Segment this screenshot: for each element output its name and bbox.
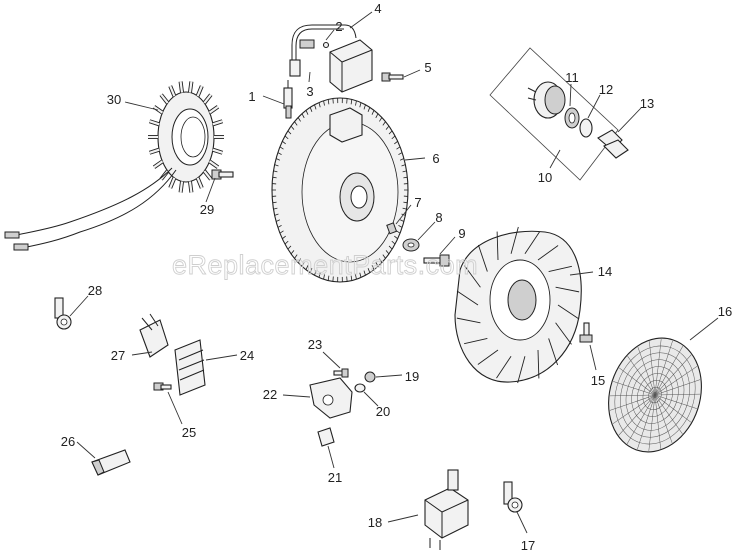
callout-24: 24 <box>240 348 254 363</box>
flywheel-fan <box>454 226 582 384</box>
bracket-screw <box>333 368 349 378</box>
callout-4: 4 <box>374 1 381 16</box>
callout-6: 6 <box>432 151 439 166</box>
callout-17: 17 <box>521 538 535 553</box>
callout-9: 9 <box>458 226 465 241</box>
callout-22: 22 <box>263 387 277 402</box>
callout-25: 25 <box>182 425 196 440</box>
fuse-holder <box>91 449 131 476</box>
callout-21: 21 <box>328 470 342 485</box>
callout-labels: 1 2 3 4 5 6 7 8 9 10 11 12 13 14 15 16 1… <box>61 1 732 553</box>
coil-bolt <box>381 72 404 82</box>
key-switch-assembly <box>489 47 629 181</box>
callout-8: 8 <box>435 210 442 225</box>
flywheel <box>271 97 409 283</box>
callout-27: 27 <box>111 348 125 363</box>
callout-28: 28 <box>88 283 102 298</box>
flywheel-key <box>386 222 398 235</box>
callout-13: 13 <box>640 96 654 111</box>
stator-screw <box>211 169 234 180</box>
bracket-washer <box>354 383 366 393</box>
callout-14: 14 <box>598 264 612 279</box>
spark-plug <box>283 80 293 119</box>
callout-11: 11 <box>565 70 579 85</box>
callout-18: 18 <box>368 515 382 530</box>
coil-clip <box>299 39 330 49</box>
switch-nut <box>564 107 580 129</box>
relay-clip <box>503 481 523 513</box>
bracket-clip <box>317 427 335 447</box>
callout-3: 3 <box>306 84 313 99</box>
callout-2: 2 <box>335 19 342 34</box>
callout-7: 7 <box>414 195 421 210</box>
callout-16: 16 <box>718 304 732 319</box>
switch-washer <box>579 118 593 138</box>
callout-23: 23 <box>308 337 322 352</box>
terminal-connector <box>139 313 169 358</box>
regulator-bracket <box>309 377 353 419</box>
callout-26: 26 <box>61 434 75 449</box>
flywheel-washer <box>402 238 420 252</box>
starter-relay <box>424 469 469 550</box>
callout-19: 19 <box>405 369 419 384</box>
callout-1: 1 <box>248 89 255 104</box>
callout-29: 29 <box>200 202 214 217</box>
callout-10: 10 <box>538 170 552 185</box>
wire-clip <box>54 297 72 330</box>
watermark-text: eReplacementParts.com <box>172 250 478 280</box>
leader-lines <box>69 11 719 534</box>
key-switch <box>527 81 566 119</box>
callout-12: 12 <box>599 82 613 97</box>
stator <box>4 81 224 251</box>
ignition-coil <box>289 24 373 93</box>
bracket-nut <box>364 371 376 383</box>
flywheel-bolt <box>423 254 450 267</box>
ignition-keys <box>597 129 629 159</box>
callout-15: 15 <box>591 373 605 388</box>
screen-screw <box>579 322 593 343</box>
rotating-screen <box>608 337 702 453</box>
rectifier <box>174 339 206 396</box>
callout-20: 20 <box>376 404 390 419</box>
rectifier-screw <box>153 382 172 391</box>
callout-30: 30 <box>107 92 121 107</box>
callout-5: 5 <box>424 60 431 75</box>
